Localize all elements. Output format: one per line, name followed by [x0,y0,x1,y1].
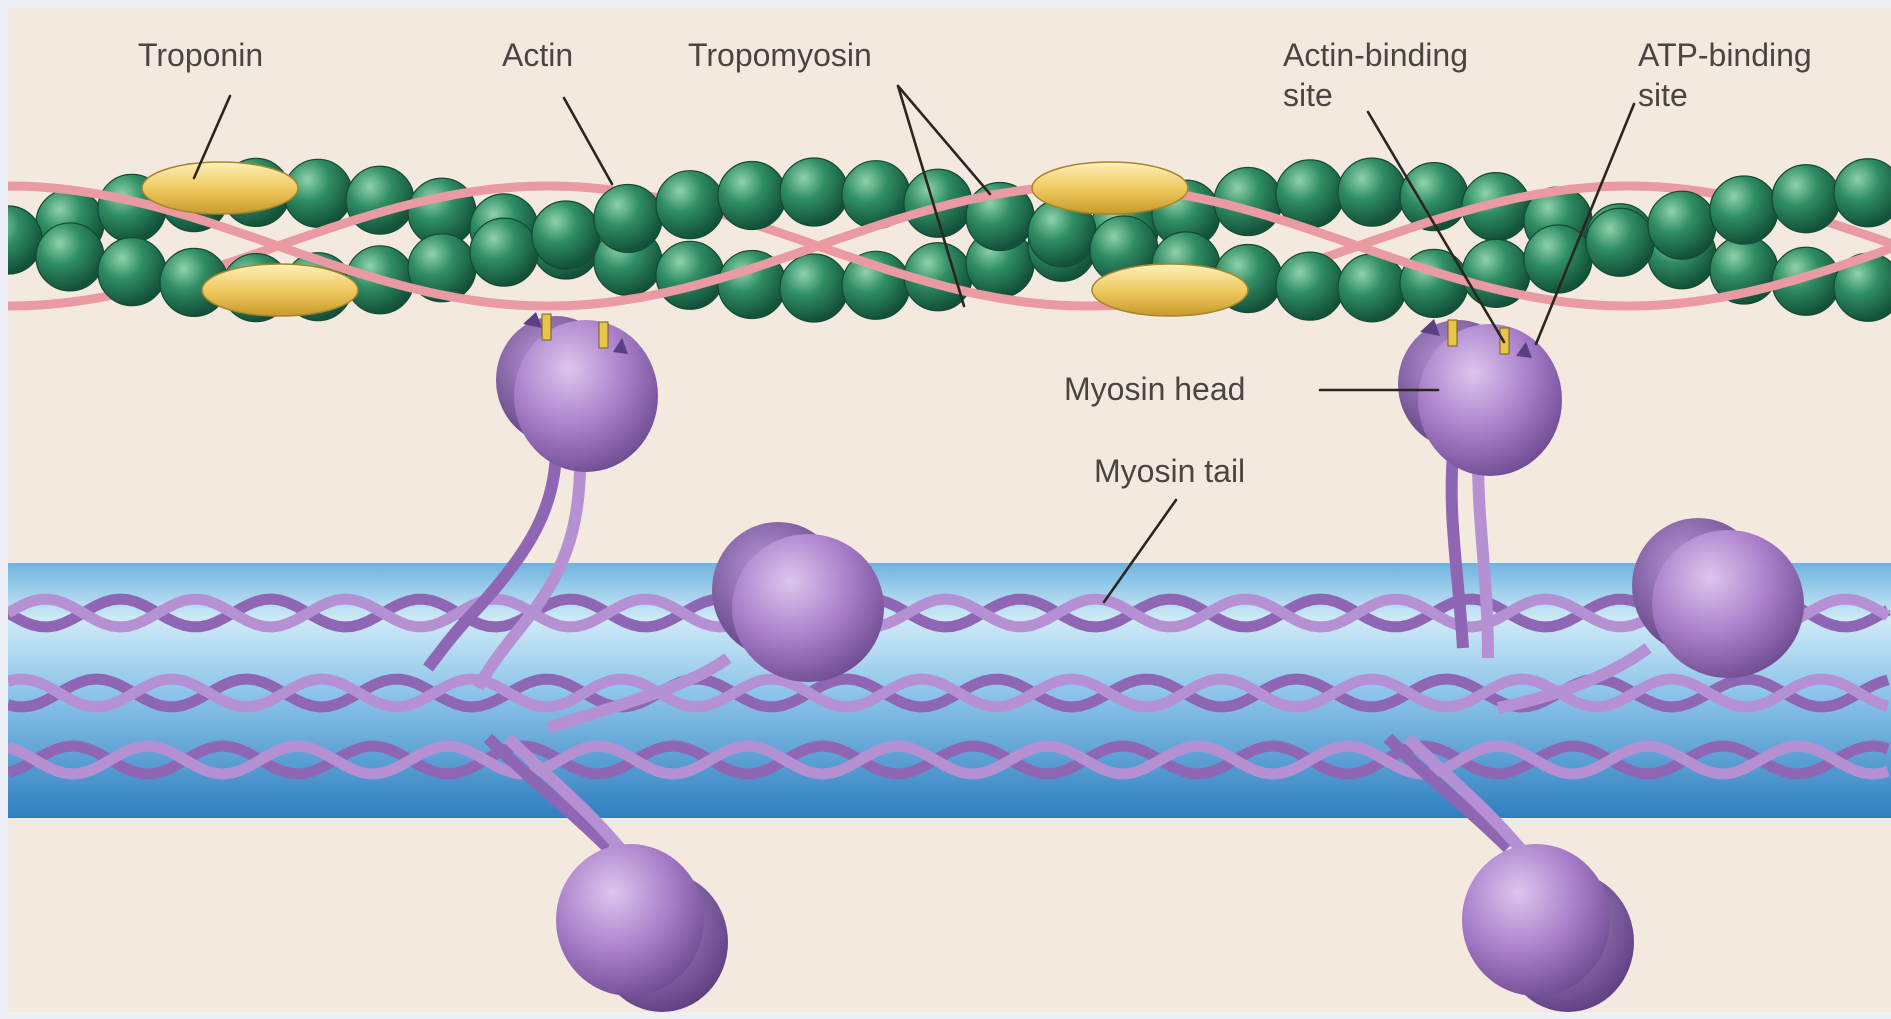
binding-site [1448,320,1457,346]
label-actin-binding-line2: site [1283,77,1333,113]
actin-bead [656,171,724,239]
actin-bead [1276,252,1344,320]
actin-bead [780,254,848,322]
actin-bead [1586,208,1654,276]
actin-bead [718,161,786,229]
actin-bead [656,241,724,309]
actin-bead [532,201,600,269]
actin-bead [594,184,662,252]
actin-bead [1338,158,1406,226]
label-atp-binding-line2: site [1638,77,1688,113]
sarcomere-diagram: Troponin Actin Tropomyosin Actin-binding… [8,8,1891,1012]
actin-bead [1338,254,1406,322]
label-tropomyosin: Tropomyosin [688,37,872,73]
label-atp-binding-line1: ATP-binding [1638,37,1812,73]
diagram-frame: Troponin Actin Tropomyosin Actin-binding… [8,8,1891,1012]
actin-bead [1648,191,1716,259]
binding-site [542,314,551,340]
actin-bead [36,223,104,291]
label-myosin-tail: Myosin tail [1094,453,1245,489]
actin-bead [1772,165,1840,233]
label-troponin: Troponin [138,37,263,73]
background [8,8,1891,1012]
troponin-complex [202,264,358,316]
actin-bead [780,158,848,226]
troponin-complex [142,162,298,214]
troponin-complex [1032,162,1188,214]
label-myosin-head: Myosin head [1064,371,1245,407]
binding-site [599,322,608,348]
actin-bead [470,218,538,286]
label-actin-binding-line1: Actin-binding [1283,37,1468,73]
actin-bead [98,238,166,306]
troponin-complex [1092,264,1248,316]
actin-bead [1710,176,1778,244]
label-actin: Actin [502,37,573,73]
